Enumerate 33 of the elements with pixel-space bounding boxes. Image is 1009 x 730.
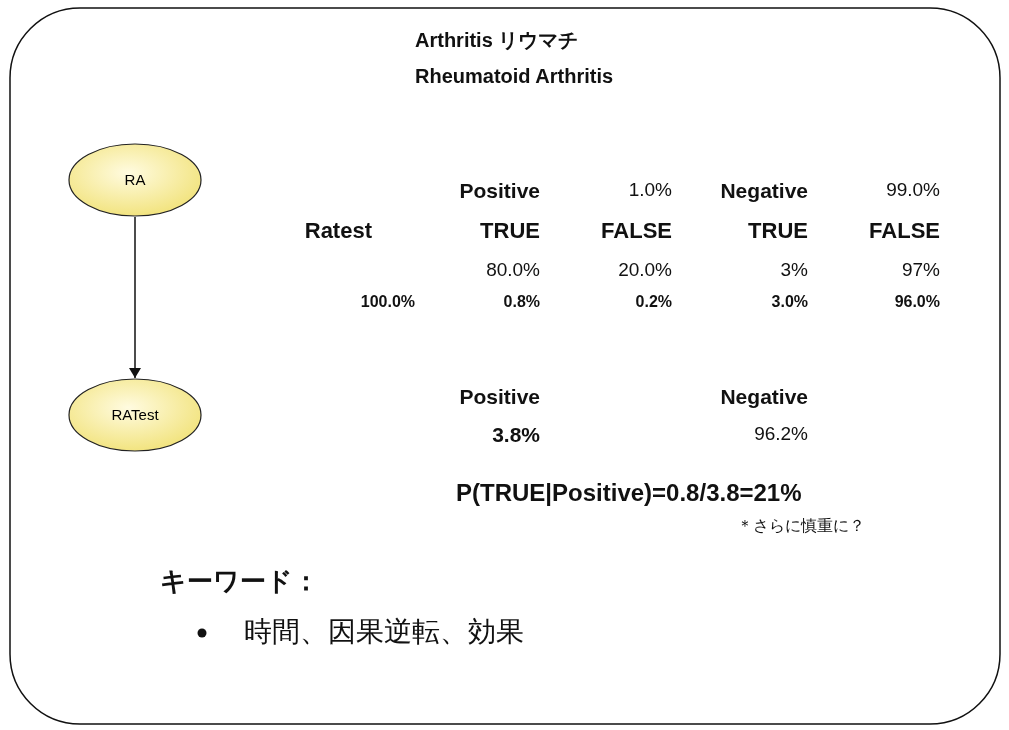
column-header: FALSE: [601, 220, 672, 242]
ellipse-node: [68, 378, 202, 452]
probability-value: 80.0%: [486, 260, 540, 279]
node-label: RATest: [110, 406, 160, 423]
probability-value: 99.0%: [886, 180, 940, 199]
heading-text: Rheumatoid Arthritis: [415, 66, 614, 86]
probability-value: 0.2%: [635, 294, 672, 310]
ellipse-node: [68, 143, 202, 217]
arrow: [129, 216, 141, 379]
node-label: RA: [123, 171, 147, 188]
column-header: Positive: [459, 386, 540, 407]
probability-value: 3%: [780, 260, 808, 279]
column-header: Negative: [720, 386, 808, 407]
probability-value: 97%: [901, 260, 940, 279]
column-header: Negative: [720, 180, 808, 201]
column-header: TRUE: [480, 220, 540, 242]
column-header: TRUE: [748, 220, 808, 242]
column-header: Positive: [459, 180, 540, 201]
probability-value: 20.0%: [618, 260, 672, 279]
note-text: ＊さらに慎重に？: [737, 518, 865, 534]
probability-value: 1.0%: [628, 180, 672, 199]
probability-value: 3.8%: [492, 424, 540, 445]
heading-text: Arthritis リウマチ: [415, 30, 579, 50]
row-header: Ratest: [304, 220, 372, 242]
probability-value: 0.8%: [503, 294, 540, 310]
keyword-heading: キーワード：: [160, 568, 319, 594]
formula-text: P(TRUE|Positive)=0.8/3.8=21%: [456, 481, 802, 505]
probability-value: 3.0%: [771, 294, 808, 310]
probability-value: 96.0%: [894, 294, 940, 310]
probability-value: 100.0%: [360, 294, 415, 310]
probability-value: 96.2%: [754, 424, 808, 443]
keyword-list-text: 時間、因果逆転、効果: [244, 618, 524, 646]
column-header: FALSE: [869, 220, 940, 242]
